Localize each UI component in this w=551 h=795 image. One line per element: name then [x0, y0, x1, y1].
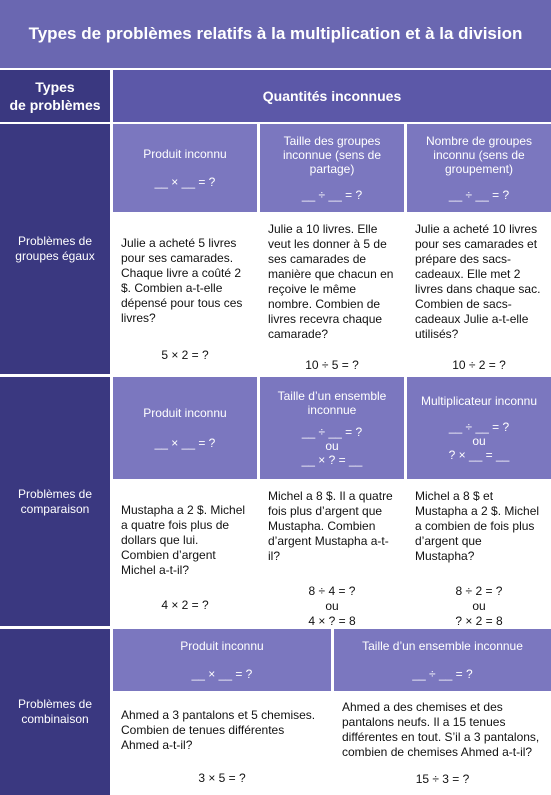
problem-equation: 8 ÷ 4 = ? [308, 584, 356, 598]
problem-equation: 10 ÷ 2 = ? [452, 358, 506, 372]
header-equation: __ ÷ __ = ? [448, 188, 510, 202]
header-equation: __ × ? = __ [301, 453, 363, 467]
header-equation: __ ÷ __ = ? [301, 425, 363, 439]
col-header-quantites: Quantités inconnues [113, 70, 551, 122]
header-title: Produit inconnu [143, 147, 227, 161]
problem-text: Ahmed a 3 pantalons et 5 chemises. Combi… [121, 708, 316, 752]
problem-text: Michel a 8 $ et Mustapha a 2 $. Michel a… [415, 489, 540, 563]
cell-comparaison-taille: Michel a 8 $. Il a quatre fois plus d’ar… [260, 479, 404, 628]
problem-or: ou [325, 599, 339, 613]
problem-equation: 10 ÷ 5 = ? [305, 358, 359, 372]
header-produit-inconnu: Produit inconnu __ × __ = ? [113, 377, 257, 479]
header-equation: __ × __ = ? [154, 175, 216, 189]
header-title: Taille d’un ensemble inconnue [362, 639, 523, 653]
cell-comparaison-multiplicateur: Michel a 8 $ et Mustapha a 2 $. Michel a… [407, 479, 551, 628]
header-or: ou [472, 434, 486, 448]
header-title: Produit inconnu [180, 639, 264, 653]
problem-equation: 5 × 2 = ? [161, 348, 209, 362]
header-title: Multiplicateur inconnu [420, 394, 538, 408]
header-or: ou [325, 439, 339, 453]
col-header-types: Types de problèmes [0, 70, 110, 122]
problem-text: Julie a acheté 5 livres pour ses camarad… [121, 236, 243, 325]
cell-comparaison-produit: Mustapha a 2 $. Michel a quatre fois plu… [113, 479, 257, 626]
problem-text: Julie a acheté 10 livres pour ses camara… [415, 222, 541, 341]
header-taille-ensemble: Taille d’un ensemble inconnue __ ÷ __ = … [260, 377, 404, 479]
problem-text: Mustapha a 2 $. Michel a quatre fois plu… [121, 503, 246, 577]
cell-combinaison-taille: Ahmed a des chemises et des pantalons ne… [334, 691, 551, 795]
problem-equation: 15 ÷ 3 = ? [415, 772, 470, 786]
header-title: Nombre de groupes inconnu (sens de group… [425, 134, 533, 176]
problem-equation: 3 × 5 = ? [198, 771, 246, 785]
problem-equation: 8 ÷ 2 = ? [455, 584, 503, 598]
header-taille-groupes: Taille des groupes inconnue (sens de par… [260, 124, 404, 212]
problem-equation: 4 × ? = 8 [308, 614, 356, 628]
header-nombre-groupes: Nombre de groupes inconnu (sens de group… [407, 124, 551, 212]
header-equation: __ × __ = ? [154, 436, 216, 450]
header-title: Produit inconnu [143, 406, 227, 420]
problem-or: ou [472, 599, 486, 613]
cell-groupes-egaux-nombre: Julie a acheté 10 livres pour ses camara… [407, 212, 551, 374]
header-taille-ensemble: Taille d’un ensemble inconnue __ ÷ __ = … [334, 629, 551, 691]
header-title: Taille des groupes inconnue (sens de par… [282, 134, 382, 176]
header-produit-inconnu: Produit inconnu __ × __ = ? [113, 629, 331, 691]
header-multiplicateur: Multiplicateur inconnu __ ÷ __ = ? ou ? … [407, 377, 551, 479]
header-equation: __ × __ = ? [191, 667, 253, 681]
problem-equation: 4 × 2 = ? [161, 598, 209, 612]
row-label-groupes-egaux: Problèmes de groupes égaux [0, 124, 110, 374]
row-label-combinaison: Problèmes de combinaison [0, 629, 110, 795]
cell-groupes-egaux-produit: Julie a acheté 5 livres pour ses camarad… [113, 212, 257, 374]
problem-text: Julie a 10 livres. Elle veut les donner … [268, 222, 394, 341]
header-equation: __ ÷ __ = ? [301, 188, 363, 202]
problem-text: Michel a 8 $. Il a quatre fois plus d’ar… [268, 489, 393, 563]
problem-equation: ? × 2 = 8 [455, 614, 503, 628]
header-produit-inconnu: Produit inconnu __ × __ = ? [113, 124, 257, 212]
header-equation: __ ÷ __ = ? [448, 420, 510, 434]
header-equation: ? × __ = __ [448, 448, 510, 462]
problem-text: Ahmed a des chemises et des pantalons ne… [342, 700, 540, 759]
cell-groupes-egaux-taille: Julie a 10 livres. Elle veut les donner … [260, 212, 404, 374]
page-title: Types de problèmes relatifs à la multipl… [0, 0, 551, 68]
header-equation: __ ÷ __ = ? [412, 667, 473, 681]
header-title: Taille d’un ensemble inconnue [277, 389, 387, 417]
row-label-comparaison: Problèmes de comparaison [0, 377, 110, 626]
cell-combinaison-produit: Ahmed a 3 pantalons et 5 chemises. Combi… [113, 691, 331, 795]
